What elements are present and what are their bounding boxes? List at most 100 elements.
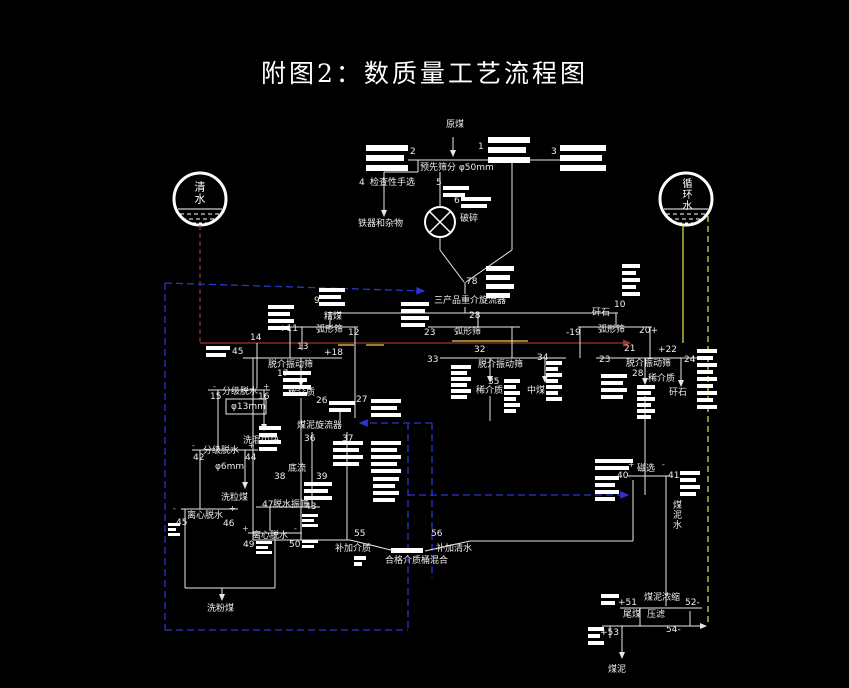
tail-coal-label: 尾煤 xyxy=(623,610,642,620)
plus-sign: + xyxy=(628,460,635,469)
minus-sign: - xyxy=(662,460,665,469)
crusher-icon xyxy=(424,206,456,238)
minus-sign: - xyxy=(294,524,297,533)
plus-sign: + xyxy=(229,504,236,513)
thickener-label: 煤泥浓缩 xyxy=(644,593,681,603)
stream-5: 5 xyxy=(436,178,442,188)
gangue-label: 矸石 xyxy=(592,308,611,318)
stream-10: 10 xyxy=(614,300,626,310)
minus-sign: - xyxy=(213,382,216,391)
underflow-label: 底流 xyxy=(288,464,307,474)
stream-23: 23 xyxy=(599,355,611,365)
page-title: 附图2：数质量工艺流程图 xyxy=(261,59,588,88)
dilute-medium-2-label: 稀介质 xyxy=(648,374,676,384)
stream-23-mid: 23 xyxy=(424,328,436,338)
stream-14: 14 xyxy=(250,333,262,343)
filter-press-label: 压滤 xyxy=(647,610,666,620)
granular-coal-label: 洗粒煤 xyxy=(221,493,249,503)
stream-56: 56 xyxy=(431,529,443,539)
stream-45a: 45 xyxy=(232,347,244,357)
arc-screen-1-label: 弧形筛 xyxy=(316,325,344,335)
circulating-water-tank xyxy=(658,171,714,227)
stream-52: 52- xyxy=(685,598,700,608)
stream-13: 13 xyxy=(297,342,309,352)
cyclone-label: 三产品重介旋流器 xyxy=(434,296,507,306)
stream-33: 33 xyxy=(427,355,439,365)
stream-2: 2 xyxy=(410,147,416,157)
raw-coal-label: 原煤 xyxy=(446,120,465,130)
pre-screen-label: 预先筛分 φ50mm xyxy=(420,163,494,173)
stream-24: 24 xyxy=(684,355,696,365)
plus-sign: + xyxy=(248,441,255,450)
flow-lines xyxy=(181,137,707,659)
stream-18: +18 xyxy=(324,348,343,358)
plus-sign: + xyxy=(242,524,249,533)
demed-screen-2-label: 脱介振动筛 xyxy=(626,359,672,369)
slime-out-label: 煤泥 xyxy=(608,665,627,675)
data-table-blocks xyxy=(168,137,717,645)
dilute-medium-3-label: 稀介质 xyxy=(476,386,504,396)
arc-screen-3-label: 弧形筛 xyxy=(598,325,626,335)
clean-coal-label: 精煤 xyxy=(324,312,343,322)
stream-45: 45 xyxy=(176,518,188,528)
middlings-coal-label: 中煤 xyxy=(527,386,546,396)
stream-51: +51 xyxy=(618,598,637,608)
add-water-label: 补加清水 xyxy=(436,544,473,554)
stream-37: 37 xyxy=(342,434,354,444)
size-6mm-label: φ6mm xyxy=(215,462,245,472)
stream-34: 34 xyxy=(537,353,549,363)
stream-46: 46 xyxy=(223,519,235,529)
stream-35: 35 xyxy=(488,377,500,387)
medium-circuit-line xyxy=(164,282,630,631)
stream-50: 50 xyxy=(289,540,301,550)
minus-sign: - xyxy=(192,441,195,450)
demed-screen-1-label: 脱介振动筛 xyxy=(268,360,314,370)
demed-screen-3-label: 脱介振动筛 xyxy=(478,360,524,370)
stream-41: 41 xyxy=(668,471,680,481)
stream-20: 20+ xyxy=(639,326,658,336)
crusher-label: 破碎 xyxy=(460,214,479,224)
stream-16: 16 xyxy=(258,392,270,402)
hand-pick-label: 检查性手选 xyxy=(370,178,416,188)
stream-11: +11 xyxy=(279,324,298,334)
stream-1: 1 xyxy=(478,142,484,152)
stream-15: 15 xyxy=(210,392,222,402)
centrifuge-1-label: 离心脱水 xyxy=(187,511,224,521)
gangue-out-label: 矸石 xyxy=(669,388,688,398)
stream-27: 27 xyxy=(356,395,368,405)
medium-mix-label: 合格介质桶混合 xyxy=(385,556,449,566)
arc-screen-2-label: 弧形筛 xyxy=(454,327,482,337)
slurry-water-label: 煤泥水 xyxy=(671,500,681,530)
grading-screen-1-label: 分级脱水 xyxy=(222,387,259,397)
stream-47: 47 xyxy=(262,500,274,510)
stream-26: 26 xyxy=(316,396,328,406)
size-13mm-label: φ13mm xyxy=(231,402,266,412)
stream-43: 43 xyxy=(305,502,317,512)
stream-28-mid: 28 xyxy=(469,311,481,321)
stream-44: 44 xyxy=(245,453,257,463)
mix-tank xyxy=(391,548,423,553)
stream-22: +22 xyxy=(658,345,677,355)
stream-4: 4 xyxy=(359,178,365,188)
minus-sign: - xyxy=(173,504,176,513)
clear-water-tank-label: 清水 xyxy=(193,181,206,205)
stream-36: 36 xyxy=(304,434,316,444)
stream-21: 21 xyxy=(624,344,636,354)
stream-54: 54- xyxy=(666,625,681,635)
magnetic-separator-label: 磁选 xyxy=(637,464,656,474)
stream-38: 38 xyxy=(274,472,286,482)
stream-9: 9 xyxy=(314,296,320,306)
plus-sign: + xyxy=(263,382,270,391)
stream-40: 40 xyxy=(617,471,629,481)
add-medium-label: 补加介质 xyxy=(335,544,372,554)
stream-17: 17 xyxy=(277,369,289,379)
size-box-13mm xyxy=(225,398,267,415)
slime-cyclone-label: 煤泥旋流器 xyxy=(297,421,343,431)
stream-55: 55 xyxy=(354,529,366,539)
stream-39: 39 xyxy=(316,472,328,482)
stream-53: +53 xyxy=(600,628,619,638)
stream-3: 3 xyxy=(551,147,557,157)
stream-12: 12 xyxy=(348,328,360,338)
stream-42: 42 xyxy=(193,453,205,463)
